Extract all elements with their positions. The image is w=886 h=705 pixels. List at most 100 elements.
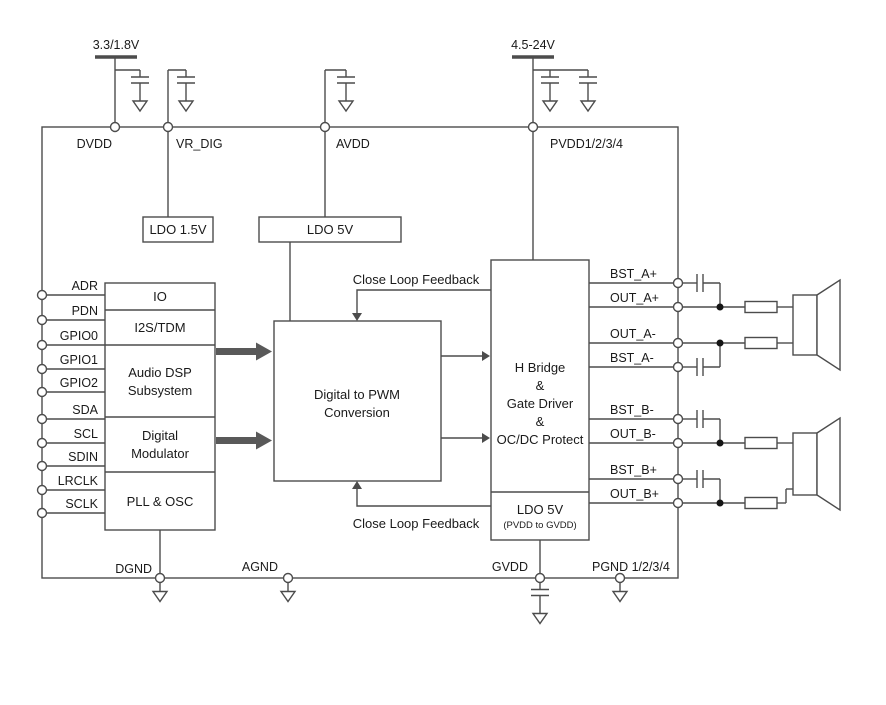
resistor-symbol: [744, 496, 778, 510]
power-rail-left: [95, 55, 149, 127]
pin-sclk: [36, 507, 48, 519]
feedback-bottom-label: Close Loop Feedback: [353, 516, 480, 531]
ground-symbol: [152, 581, 168, 603]
out-a-plus-label: OUT_A+: [610, 291, 659, 305]
capacitor-symbol: [177, 70, 195, 111]
pin-lrclk: [36, 484, 48, 496]
pin-bst-a-minus: [672, 361, 684, 373]
adr-label: ADR: [72, 279, 98, 293]
feedback-path-top: [352, 289, 491, 321]
modulator-section-label-2: Modulator: [131, 446, 189, 461]
bst-a-minus-label: BST_A-: [610, 351, 654, 365]
vrdig-decoupling: [167, 69, 195, 127]
hbridge-box: [490, 259, 590, 541]
pin-gvdd: [534, 572, 546, 584]
ldo-5v-box: [258, 216, 402, 243]
pin-scl: [36, 437, 48, 449]
gvdd-label: GVDD: [492, 560, 528, 574]
pin-gpio2: [36, 386, 48, 398]
dsp-section-label-2: Subsystem: [128, 383, 192, 398]
junction-dot: [716, 499, 724, 507]
out-b-plus-label: OUT_B+: [610, 487, 659, 501]
ldo-1v5-label: LDO 1.5V: [149, 222, 206, 237]
out-b-minus-label: OUT_B-: [610, 427, 656, 441]
dsp-section-label-1: Audio DSP: [128, 365, 192, 380]
pin-dgnd: [154, 572, 166, 584]
ldo-5v-block: [258, 216, 402, 243]
bst-a-plus-label: BST_A+: [610, 267, 657, 281]
pin-gpio0: [36, 339, 48, 351]
avdd-label: AVDD: [336, 137, 370, 151]
junction-dot: [716, 439, 724, 447]
hbridge-ldo-label: LDO 5V: [517, 502, 564, 517]
capacitor-symbol: [531, 583, 549, 624]
supply-left-label: 3.3/1.8V: [93, 38, 140, 52]
agnd-label: AGND: [242, 560, 278, 574]
pwm-output-arrows: [441, 351, 490, 443]
hbridge-label-3: Gate Driver: [507, 396, 574, 411]
dgnd-label: DGND: [115, 562, 152, 576]
capacitor-symbol: [337, 70, 355, 111]
labels: 3.3/1.8V 4.5-24V DVDD VR_DIG AVDD PVDD1/…: [58, 38, 670, 576]
hbridge-label-5: OC/DC Protect: [497, 432, 584, 447]
sda-label: SDA: [72, 403, 98, 417]
scl-label: SCL: [74, 427, 98, 441]
pwm-block-label-1: Digital to PWM: [314, 387, 400, 402]
capacitor-symbol: [579, 70, 597, 111]
out-a-minus-label: OUT_A-: [610, 327, 656, 341]
bst-b-plus-label: BST_B+: [610, 463, 657, 477]
pin-sdin: [36, 460, 48, 472]
pin-out-b-plus: [672, 497, 684, 509]
pvdd-label: PVDD1/2/3/4: [550, 137, 623, 151]
pin-dvdd: [109, 121, 121, 133]
pin-pvdd: [527, 121, 539, 133]
resistor-symbol: [744, 300, 778, 314]
pin-out-a-plus: [672, 301, 684, 313]
power-rail-right: [512, 55, 597, 127]
left-pin-wires: [42, 294, 105, 514]
capacitor-symbol: [541, 70, 559, 111]
ldo-5v-label: LDO 5V: [307, 222, 354, 237]
pin-circles: [36, 121, 684, 584]
pin-bst-a-plus: [672, 277, 684, 289]
pin-vrdig: [162, 121, 174, 133]
pin-out-b-minus: [672, 437, 684, 449]
ground-symbol: [612, 581, 628, 603]
bst-b-minus-label: BST_B-: [610, 403, 654, 417]
digital-core-box: [104, 282, 216, 531]
gpio0-label: GPIO0: [60, 329, 98, 343]
pwm-block-label-2: Conversion: [324, 405, 390, 420]
digital-core-block: [104, 282, 216, 531]
gpio1-label: GPIO1: [60, 353, 98, 367]
lrclk-label: LRCLK: [58, 474, 99, 488]
pin-out-a-minus: [672, 337, 684, 349]
vrdig-label: VR_DIG: [176, 137, 223, 151]
pdn-label: PDN: [72, 304, 98, 318]
hbridge-block: [490, 259, 590, 541]
i2s-tdm-section-label: I2S/TDM: [134, 320, 185, 335]
pin-sda: [36, 413, 48, 425]
sclk-label: SCLK: [65, 497, 98, 511]
junction-dot: [716, 339, 724, 347]
hbridge-label-1: H Bridge: [515, 360, 566, 375]
pwm-block: [273, 320, 442, 482]
pin-bst-b-minus: [672, 413, 684, 425]
ground-symbol: [280, 581, 296, 603]
pgnd-label: PGND 1/2/3/4: [592, 560, 670, 574]
internal-supply-wires: [159, 127, 541, 578]
hbridge-label-2: &: [536, 378, 545, 393]
pin-bst-b-plus: [672, 473, 684, 485]
data-arrow-top: [216, 342, 272, 361]
gpio2-label: GPIO2: [60, 376, 98, 390]
resistor-symbol: [744, 436, 778, 450]
resistor-symbol: [744, 336, 778, 350]
pin-agnd: [282, 572, 294, 584]
dvdd-label: DVDD: [77, 137, 112, 151]
ldo-1v5-block: [142, 216, 214, 243]
pin-pgnd: [614, 572, 626, 584]
pin-adr: [36, 289, 48, 301]
chip-boundary: [41, 126, 679, 579]
io-section-label: IO: [153, 289, 167, 304]
output-network-b: [682, 410, 841, 512]
